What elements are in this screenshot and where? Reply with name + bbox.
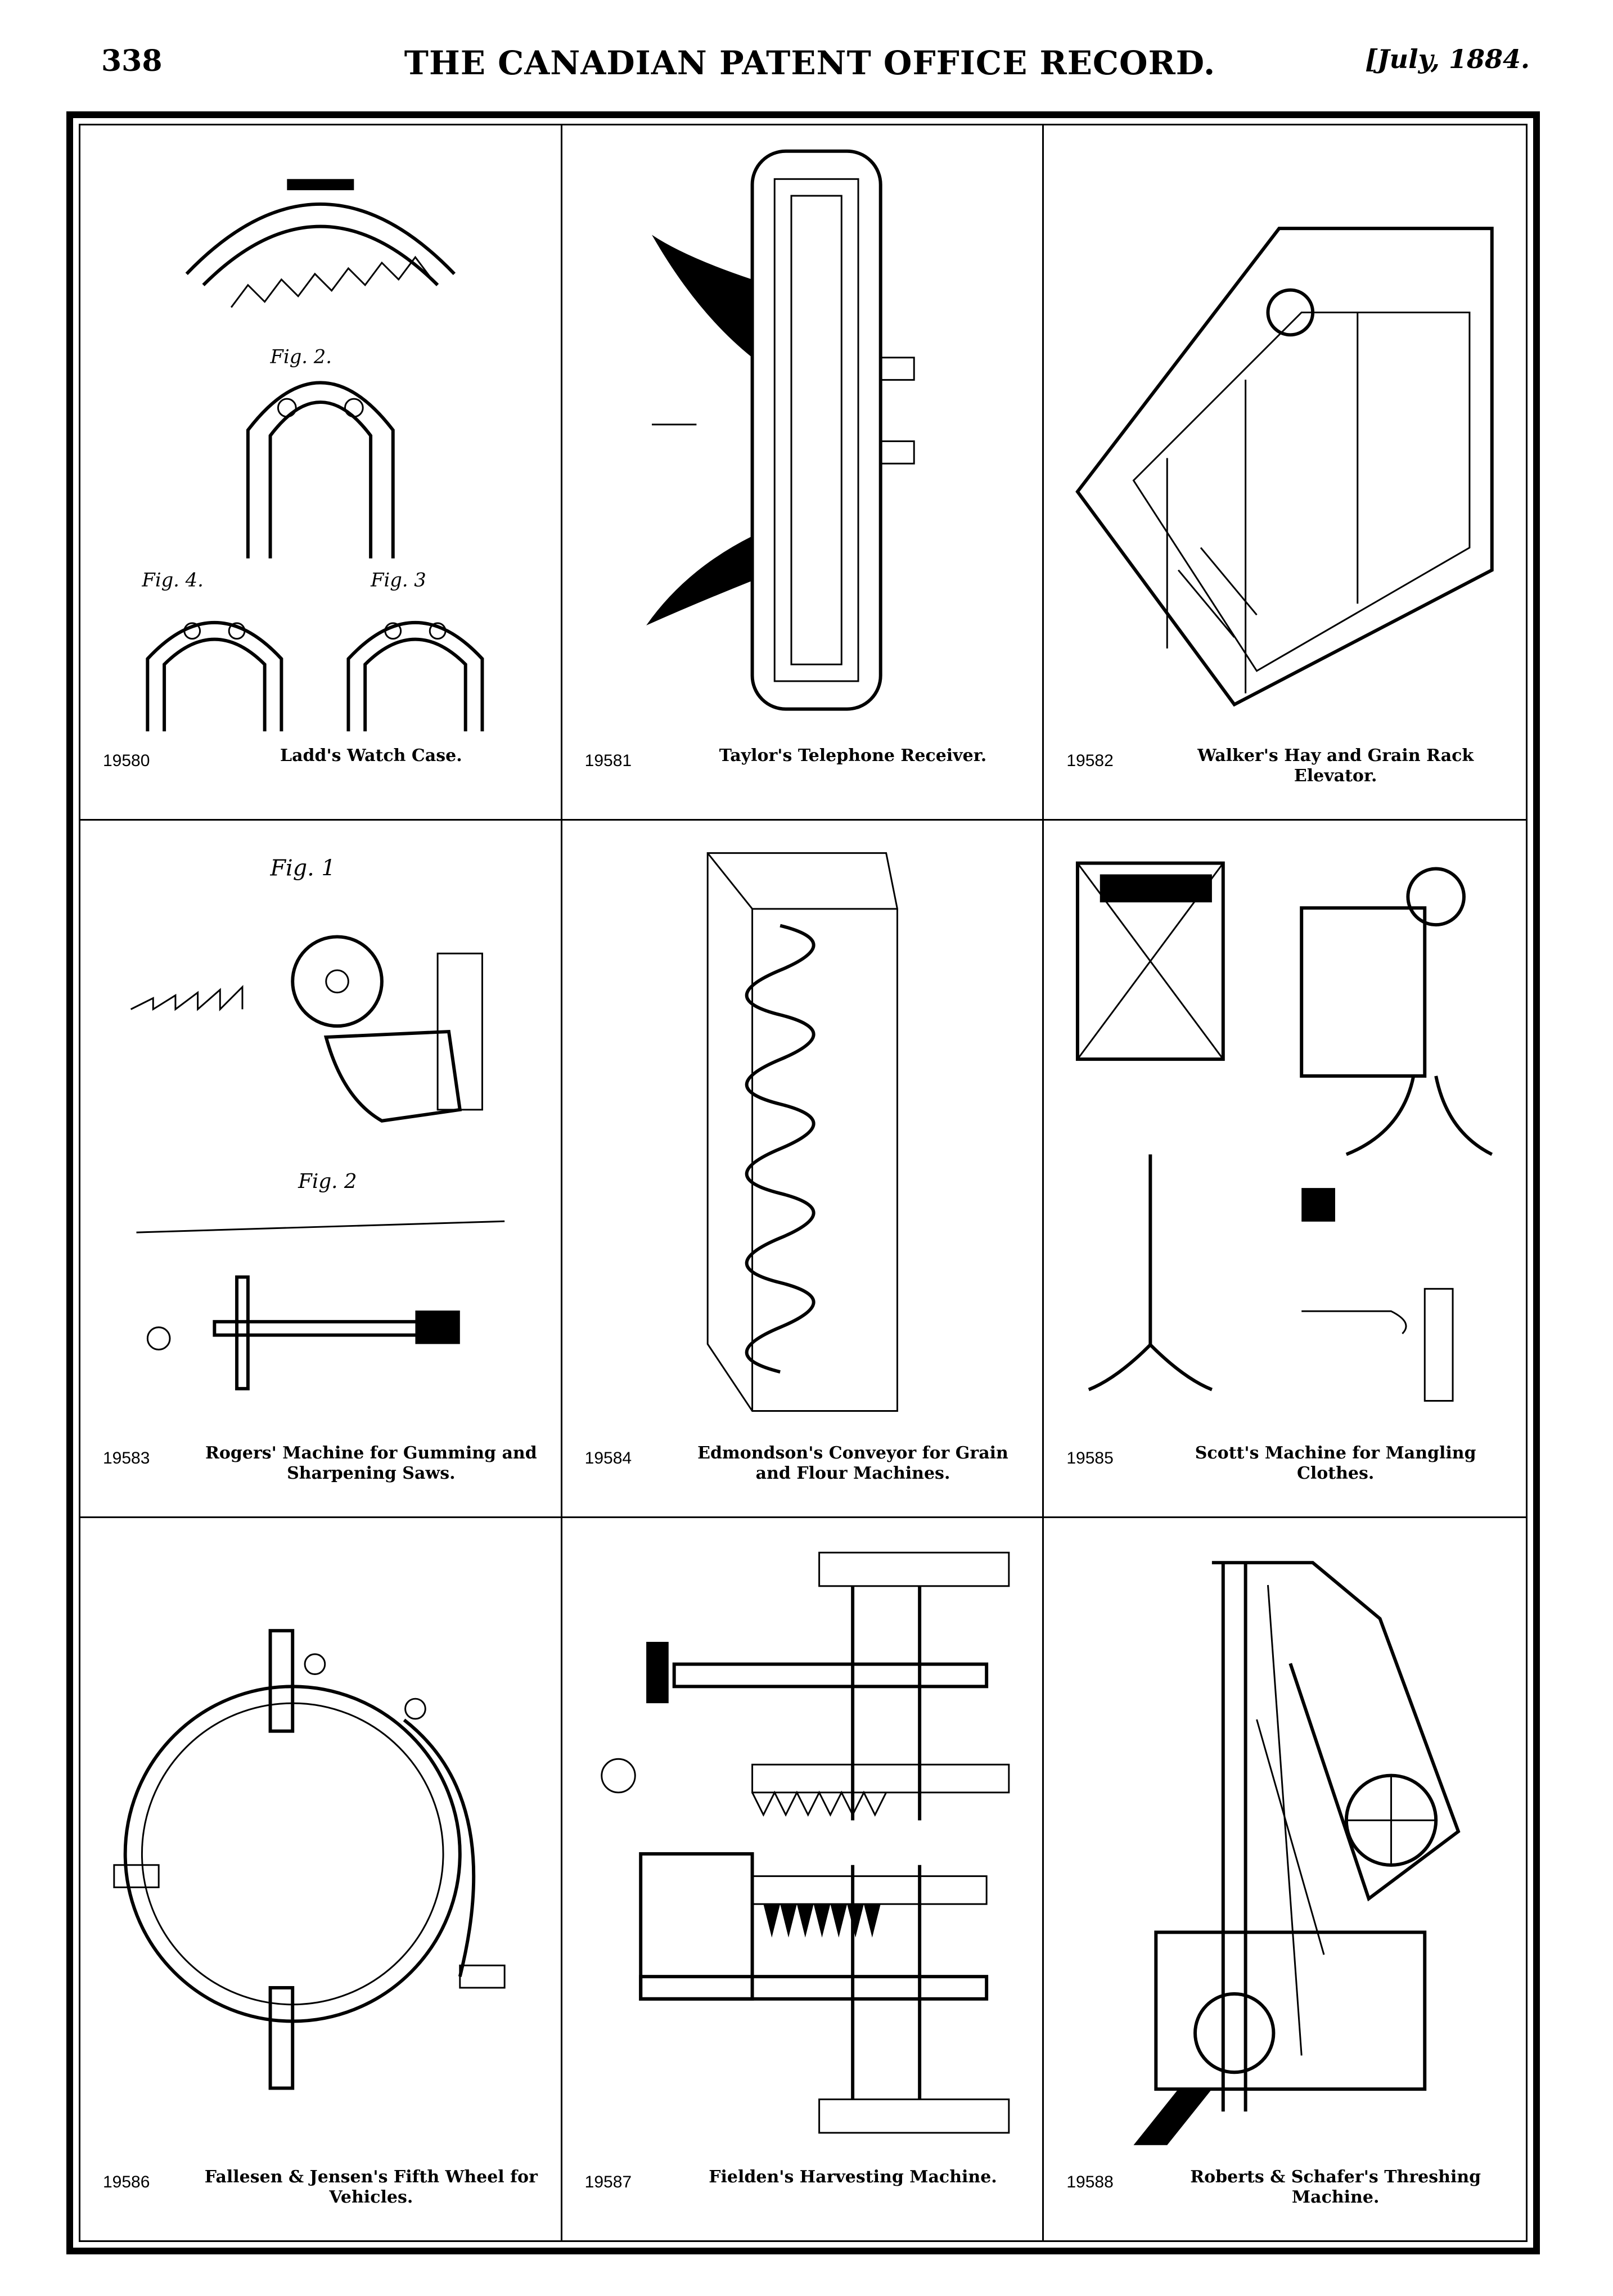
patent-cell: 19586 Fallesen & Jensen's Fifth Wheel fo… (80, 1518, 562, 2240)
patent-number: 19584 (584, 1449, 632, 1467)
patent-title: Fielden's Harvesting Machine. (709, 2167, 997, 2187)
threshing-machine-illustration (1066, 1535, 1503, 2162)
rack-elevator-illustration (1066, 142, 1503, 740)
patent-title: Roberts & Schafer's Threshing Machine. (1190, 2167, 1481, 2207)
telephone-receiver-illustration (585, 142, 1020, 740)
page-number: 338 (101, 44, 163, 78)
patent-grid: Fig. 2. Fig. 4. Fig. 3 (80, 125, 1526, 2240)
patent-cell: 19588 Roberts & Schafer's Threshing Mach… (1044, 1518, 1526, 2240)
svg-text:Fig. 1: Fig. 1 (270, 855, 336, 881)
patent-title: Fallesen & Jensen's Fifth Wheel for Vehi… (204, 2167, 538, 2207)
svg-text:Fig. 4.: Fig. 4. (141, 569, 203, 591)
svg-text:Fig. 2.: Fig. 2. (270, 346, 332, 368)
patent-number: 19582 (1066, 751, 1114, 770)
patent-cell: 19587 Fielden's Harvesting Machine. (562, 1518, 1044, 2240)
patent-number: 19585 (1066, 1449, 1114, 1467)
patent-number: 19588 (1066, 2173, 1114, 2191)
patent-cell: Fig. 1 Fig. 2 19583 (80, 821, 562, 1518)
page-header: 338 THE CANADIAN PATENT OFFICE RECORD. [… (73, 44, 1547, 89)
patent-title: Rogers' Machine for Gumming and Sharpeni… (205, 1443, 537, 1483)
patent-number: 19586 (103, 2173, 150, 2191)
patent-number: 19583 (103, 1449, 150, 1467)
patent-cell: 19582 Walker's Hay and Grain Rack Elevat… (1044, 125, 1526, 821)
svg-text:Fig. 2: Fig. 2 (298, 1170, 357, 1193)
patent-number: 19581 (584, 751, 632, 770)
grain-conveyor-illustration (585, 838, 1020, 1438)
patent-title: Edmondson's Conveyor for Grain and Flour… (697, 1443, 1008, 1483)
publication-title: THE CANADIAN PATENT OFFICE RECORD. (404, 44, 1216, 82)
watch-case-illustration: Fig. 2. Fig. 4. Fig. 3 (103, 142, 538, 740)
patent-title: Taylor's Telephone Receiver. (719, 746, 987, 766)
patent-number: 19580 (103, 751, 150, 770)
issue-date: [July, 1884. (1365, 44, 1530, 74)
patent-title: Walker's Hay and Grain Rack Elevator. (1197, 746, 1474, 786)
mangling-machine-illustration (1066, 838, 1503, 1438)
svg-text:Fig. 3: Fig. 3 (370, 569, 426, 591)
saw-gumming-machine-illustration: Fig. 1 Fig. 2 (103, 838, 538, 1438)
patent-plate: Fig. 2. Fig. 4. Fig. 3 (66, 111, 1540, 2254)
harvesting-machine-illustration (585, 1535, 1020, 2162)
patent-cell: 19581 Taylor's Telephone Receiver. (562, 125, 1044, 821)
patent-title: Ladd's Watch Case. (280, 746, 462, 766)
patent-cell: 19585 Scott's Machine for Mangling Cloth… (1044, 821, 1526, 1518)
patent-number: 19587 (584, 2173, 632, 2191)
patent-title: Scott's Machine for Mangling Clothes. (1195, 1443, 1476, 1483)
fifth-wheel-illustration (103, 1535, 538, 2162)
patent-cell: Fig. 2. Fig. 4. Fig. 3 (80, 125, 562, 821)
patent-cell: 19584 Edmondson's Conveyor for Grain and… (562, 821, 1044, 1518)
